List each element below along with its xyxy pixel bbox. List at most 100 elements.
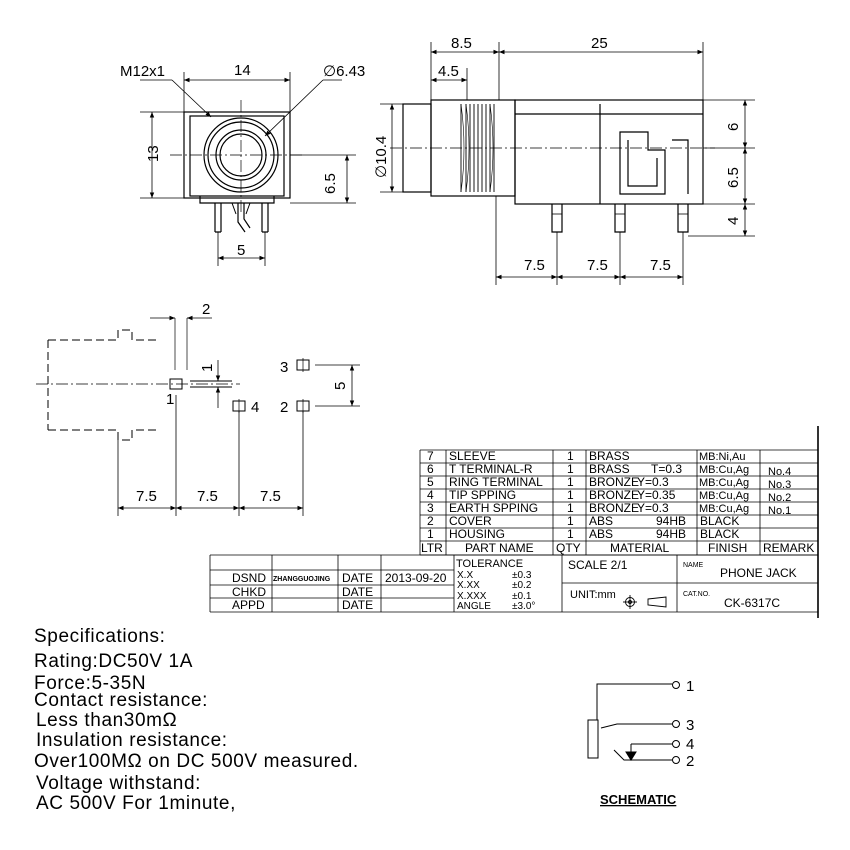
header-qty: QTY xyxy=(556,541,581,555)
tolerance-val-1: ±0.3 xyxy=(512,570,532,581)
schematic-pin-2: 2 xyxy=(686,753,694,770)
row-material: BRASS xyxy=(589,462,630,476)
row-part-name: T TERMINAL-R xyxy=(449,462,533,476)
header-ltr: LTR xyxy=(421,541,443,555)
row-qty: 1 xyxy=(567,488,574,502)
side-pitch-3: 7.5 xyxy=(650,257,671,274)
row-ltr: 7 xyxy=(427,449,434,463)
projection-symbol-icon xyxy=(623,595,667,609)
row-finish: MB:Cu,Ag xyxy=(699,503,749,515)
row-material: BRASS xyxy=(589,449,630,463)
spec-line-contact-value: Less than30mΩ xyxy=(36,710,178,731)
row-finish: MB:Ni,Au xyxy=(699,451,745,463)
front-view xyxy=(170,100,305,233)
header-remark: REMARK xyxy=(763,541,814,555)
parts-table xyxy=(419,426,819,618)
catno-label: CAT.NO. xyxy=(683,591,710,598)
date-label-2: DATE xyxy=(342,585,373,599)
row-qty: 1 xyxy=(567,501,574,515)
row-finish: MB:Cu,Ag xyxy=(699,490,749,502)
side-dim-a-label: 8.5 xyxy=(451,35,472,52)
front-width-label: 14 xyxy=(234,62,251,79)
row-finish: BLACK xyxy=(700,514,739,528)
row-ltr: 4 xyxy=(427,488,434,502)
pcb-pin-4-label: 4 xyxy=(251,399,259,416)
side-length-label: 25 xyxy=(591,35,608,52)
name-value: PHONE JACK xyxy=(720,566,797,580)
spec-line-contact-title: Contact resistance: xyxy=(34,690,209,711)
side-dim-b-label: 4.5 xyxy=(438,63,459,80)
row-part-name: RING TERMINAL xyxy=(449,475,543,489)
pcb-pin-1-label: 1 xyxy=(166,391,174,408)
row-qty: 1 xyxy=(567,462,574,476)
appd-label: APPD xyxy=(232,598,265,612)
spec-line-voltage-value: AC 500V For 1minute, xyxy=(36,793,236,814)
tolerance-val-2: ±0.2 xyxy=(512,580,532,591)
row-ltr: 6 xyxy=(427,462,434,476)
table-row: 2 COVER 1 ABS 94HB BLACK xyxy=(427,514,739,528)
row-ltr: 5 xyxy=(427,475,434,489)
row-part-name: HOUSING xyxy=(449,527,505,541)
front-hole-dia-label: ∅6.43 xyxy=(323,63,365,80)
catno-value: CK-6317C xyxy=(724,596,780,610)
row-finish: BLACK xyxy=(700,527,739,541)
tolerance-val-4: ±3.0° xyxy=(512,601,535,612)
tolerance-key-4: ANGLE xyxy=(457,601,491,612)
row-ltr: 1 xyxy=(427,527,434,541)
table-row: 4 TIP SPPING 1 BRONZE Y=0.35 MB:Cu,Ag No… xyxy=(427,488,791,504)
side-body-dia-label: ∅10.4 xyxy=(373,136,390,178)
unit-label: UNIT:mm xyxy=(570,589,616,601)
front-center-height-label: 6.5 xyxy=(322,173,339,194)
side-view-dimensions xyxy=(380,42,755,285)
name-label: NAME xyxy=(683,562,704,569)
dsnd-name: ZHANGGUOJING xyxy=(273,576,331,583)
row-qty: 1 xyxy=(567,527,574,541)
tolerance-key-3: X.XXX xyxy=(457,591,487,602)
table-row: 5 RING TERMINAL 1 BRONZE Y=0.3 MB:Cu,Ag … xyxy=(427,475,791,491)
pcb-layout xyxy=(36,318,310,441)
pcb-bottom-dim-3: 7.5 xyxy=(260,488,281,505)
pcb-vertical-dim: 5 xyxy=(332,382,349,390)
header-finish: FINISH xyxy=(708,541,747,555)
row-finish: MB:Cu,Ag xyxy=(699,477,749,489)
title-block xyxy=(209,554,818,613)
row-material-note: 94HB xyxy=(656,514,686,528)
side-pitch-2: 7.5 xyxy=(587,257,608,274)
side-view xyxy=(390,99,715,233)
date-value: 2013-09-20 xyxy=(385,571,447,585)
pcb-small-dim: 1 xyxy=(199,364,216,372)
side-right-dim-3: 4 xyxy=(725,217,742,225)
row-material: BRONZE xyxy=(589,488,639,502)
parts-table-rows: 7 SLEEVE 1 BRASS MB:Ni,Au 6 T TERMINAL-R… xyxy=(421,449,814,555)
row-remark: No.2 xyxy=(768,492,791,504)
spec-line-voltage-title: Voltage withstand: xyxy=(36,773,202,794)
table-row: 6 T TERMINAL-R 1 BRASS T=0.3 MB:Cu,Ag No… xyxy=(427,462,791,478)
row-part-name: TIP SPPING xyxy=(449,488,516,502)
front-view-dimensions xyxy=(140,72,356,266)
scale-label: SCALE 2/1 xyxy=(568,558,628,572)
row-material-note: T=0.3 xyxy=(651,462,682,476)
row-part-name: COVER xyxy=(449,514,492,528)
table-header-row: LTR PART NAME QTY MATERIAL FINISH REMARK xyxy=(421,541,814,555)
dsnd-label: DSND xyxy=(232,571,266,585)
row-remark: No.3 xyxy=(768,479,791,491)
pcb-top-dim: 2 xyxy=(202,301,210,318)
row-ltr: 3 xyxy=(427,501,434,515)
side-right-dim-2: 6.5 xyxy=(725,167,742,188)
header-part-name: PART NAME xyxy=(465,541,534,555)
pcb-pin-2-label: 2 xyxy=(280,399,288,416)
front-height-label: 13 xyxy=(145,145,162,162)
front-pin-spacing-label: 5 xyxy=(237,242,245,259)
date-label-1: DATE xyxy=(342,571,373,585)
pcb-dimensions xyxy=(117,315,360,516)
table-row: 1 HOUSING 1 ABS 94HB BLACK xyxy=(427,527,739,541)
side-right-dim-1: 6 xyxy=(725,123,742,131)
front-thread-label: M12x1 xyxy=(120,63,165,80)
row-ltr: 2 xyxy=(427,514,434,528)
row-qty: 1 xyxy=(567,514,574,528)
chkd-label: CHKD xyxy=(232,585,266,599)
schematic-pin-1: 1 xyxy=(686,678,694,695)
tolerance-val-3: ±0.1 xyxy=(512,591,532,602)
spec-line-insulation-title: Insulation resistance: xyxy=(36,730,228,751)
